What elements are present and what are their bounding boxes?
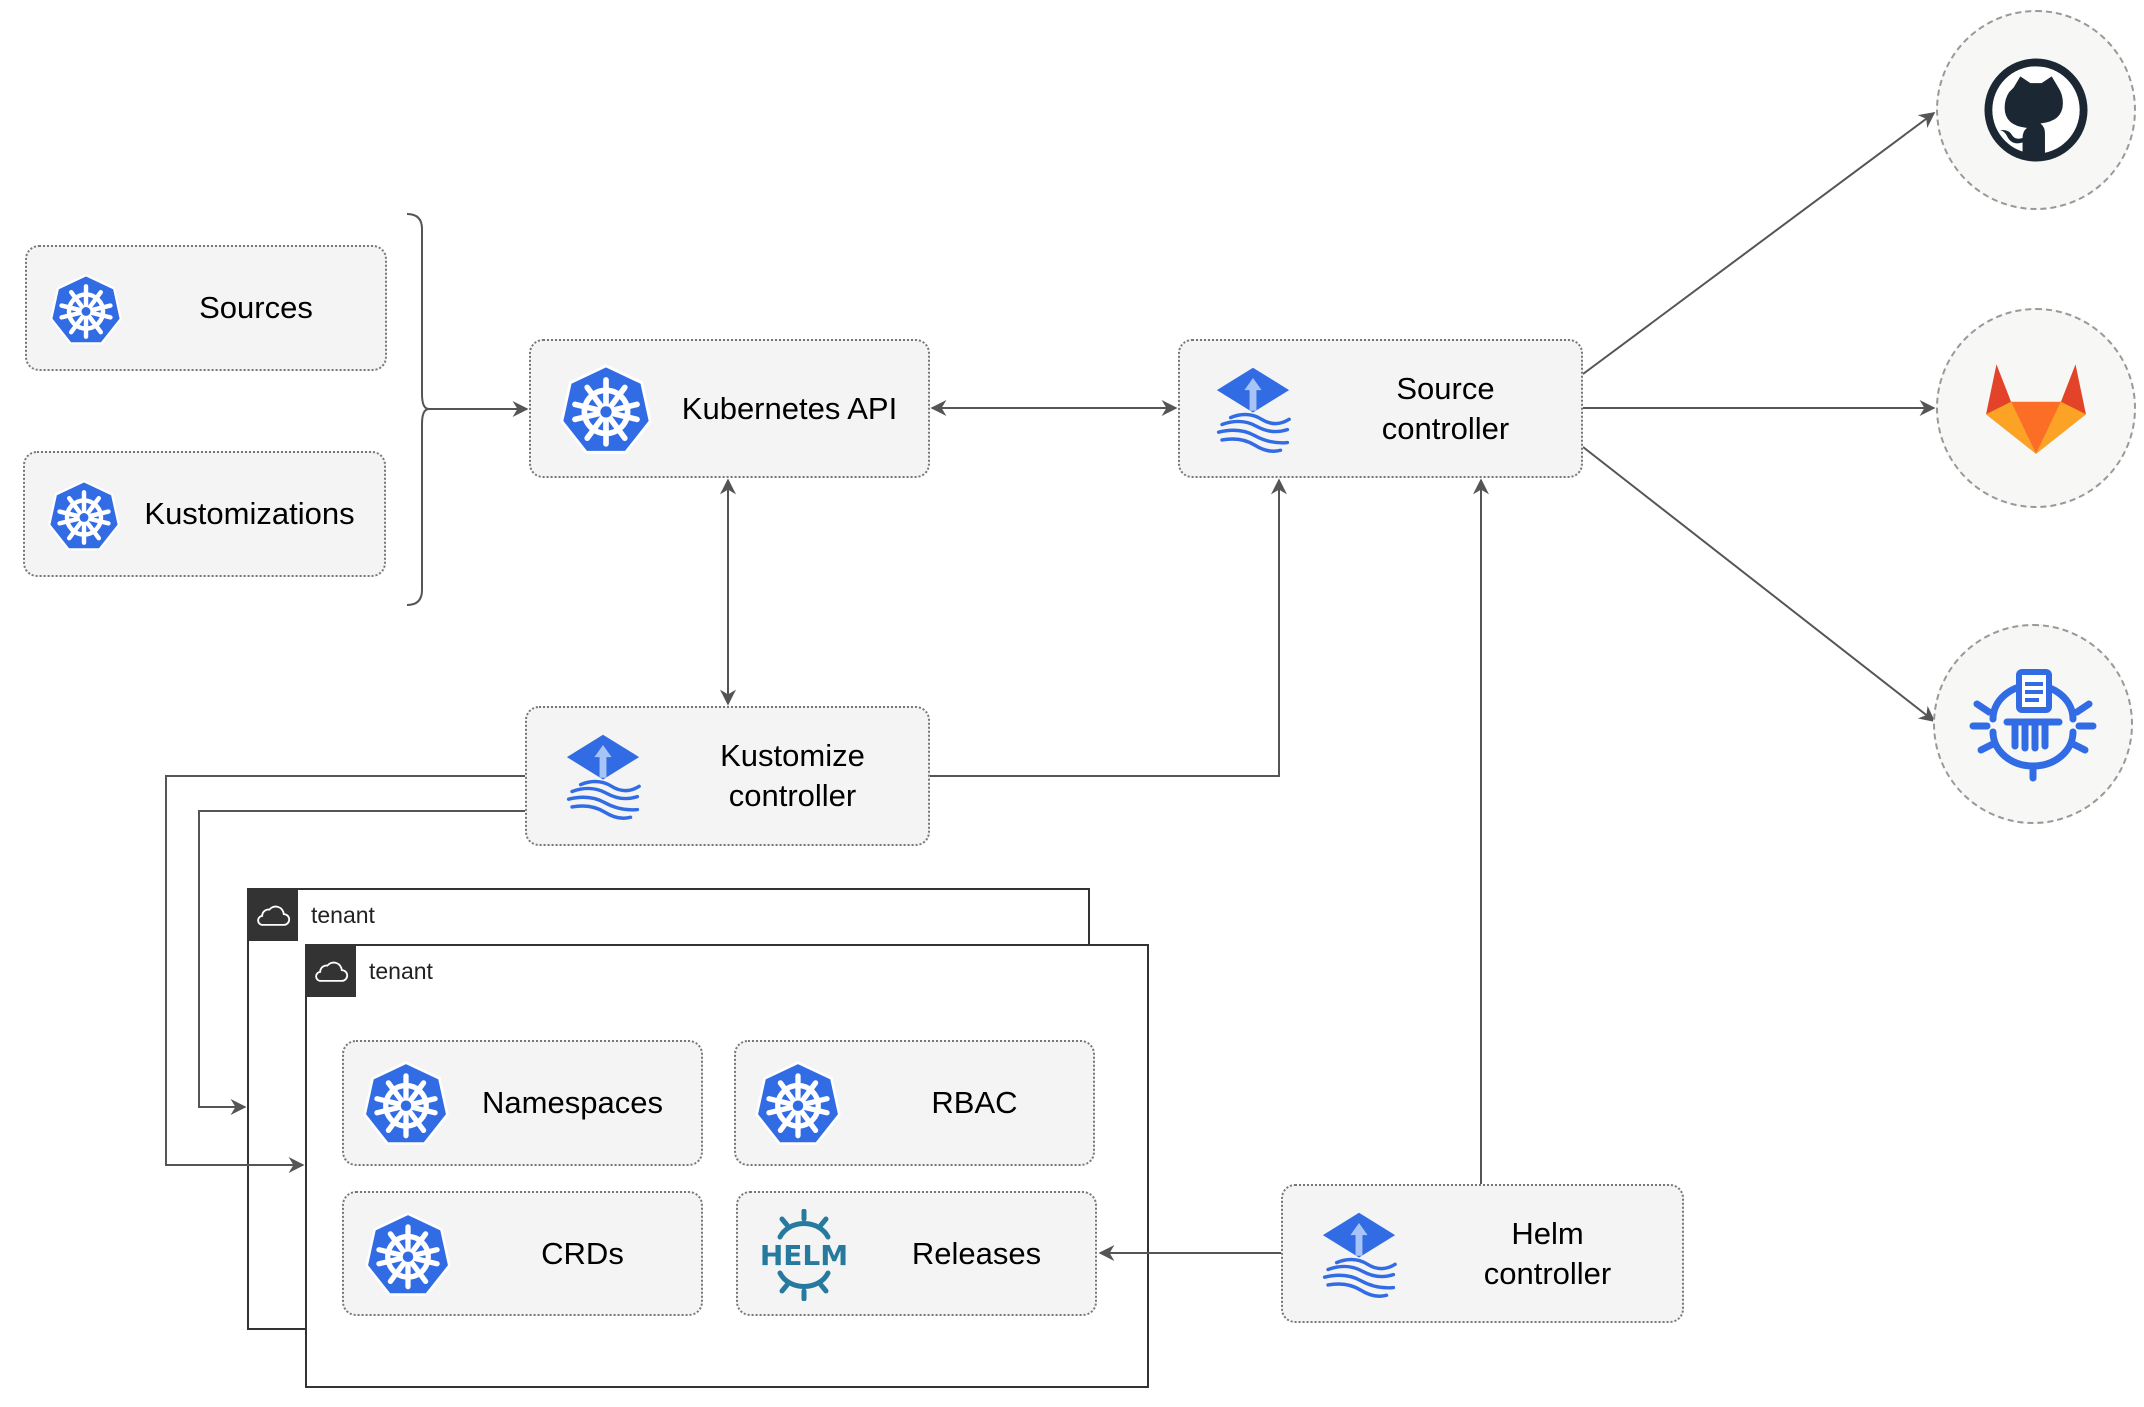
kubernetes-icon — [364, 1211, 452, 1299]
releases-node: HELM Releases — [736, 1191, 1097, 1316]
rbac-label: RBAC — [931, 1085, 1018, 1120]
tenant-label: tenant — [369, 958, 433, 984]
rbac-node: RBAC — [734, 1040, 1095, 1166]
crds-label: CRDs — [541, 1235, 624, 1271]
cloud-icon — [248, 889, 298, 941]
arrow-kustomize-source — [930, 478, 1287, 777]
kustomize-controller-node: Kustomize controller — [525, 706, 930, 846]
sources-node: Sources — [25, 245, 387, 371]
helm-repository-node — [1933, 624, 2133, 824]
releases-label: Releases — [911, 1235, 1042, 1271]
gitlab-node — [1936, 308, 2136, 508]
helm-icon: HELM — [760, 1209, 848, 1301]
arrow-source-helmrepo — [1582, 446, 1936, 722]
label-line: Source — [1396, 370, 1495, 406]
source-controller-node: Source controller — [1178, 339, 1583, 478]
arrow-kustomize-tenant-front — [165, 775, 525, 1173]
label-line: controller — [1381, 410, 1510, 446]
helm-repository-icon — [1969, 669, 2097, 782]
kustomizations-label: Kustomizations — [144, 496, 355, 531]
github-icon — [1984, 58, 2088, 162]
arrow-source-github — [1582, 112, 1936, 375]
kubernetes-api-node: Kubernetes API — [529, 339, 930, 478]
label-line: Helm — [1511, 1215, 1584, 1251]
arrow-kustomize-tenant-back — [198, 810, 525, 1115]
tenant-label: tenant — [311, 902, 375, 928]
source-controller-label: Source controller — [1330, 369, 1561, 449]
kubernetes-api-label: Kubernetes API — [681, 390, 898, 426]
flux-icon — [1316, 1198, 1402, 1310]
kubernetes-icon — [362, 1060, 450, 1148]
sources-label: Sources — [199, 290, 313, 325]
kubernetes-icon — [754, 1060, 842, 1148]
flux-icon — [560, 720, 646, 832]
helm-controller-node: Helm controller — [1281, 1184, 1684, 1323]
cloud-icon — [306, 945, 356, 997]
flux-icon — [1210, 353, 1296, 465]
namespaces-label: Namespaces — [482, 1085, 663, 1120]
helm-logo-text: HELM — [760, 1239, 848, 1272]
github-node — [1936, 10, 2136, 210]
label-line: Kustomize — [720, 738, 865, 773]
kustomizations-node: Kustomizations — [23, 451, 386, 577]
kustomize-controller-label: Kustomize controller — [677, 736, 908, 816]
label-line: controller — [1483, 1255, 1612, 1291]
kubernetes-icon — [559, 363, 653, 457]
kubernetes-icon — [49, 273, 123, 347]
namespaces-node: Namespaces — [342, 1040, 703, 1166]
helm-controller-label: Helm controller — [1433, 1214, 1662, 1294]
label-line: controller — [728, 778, 857, 813]
kubernetes-icon — [47, 479, 121, 553]
crds-node: CRDs — [342, 1191, 703, 1316]
gitlab-icon — [1986, 364, 2086, 454]
sources-brace — [406, 213, 430, 606]
